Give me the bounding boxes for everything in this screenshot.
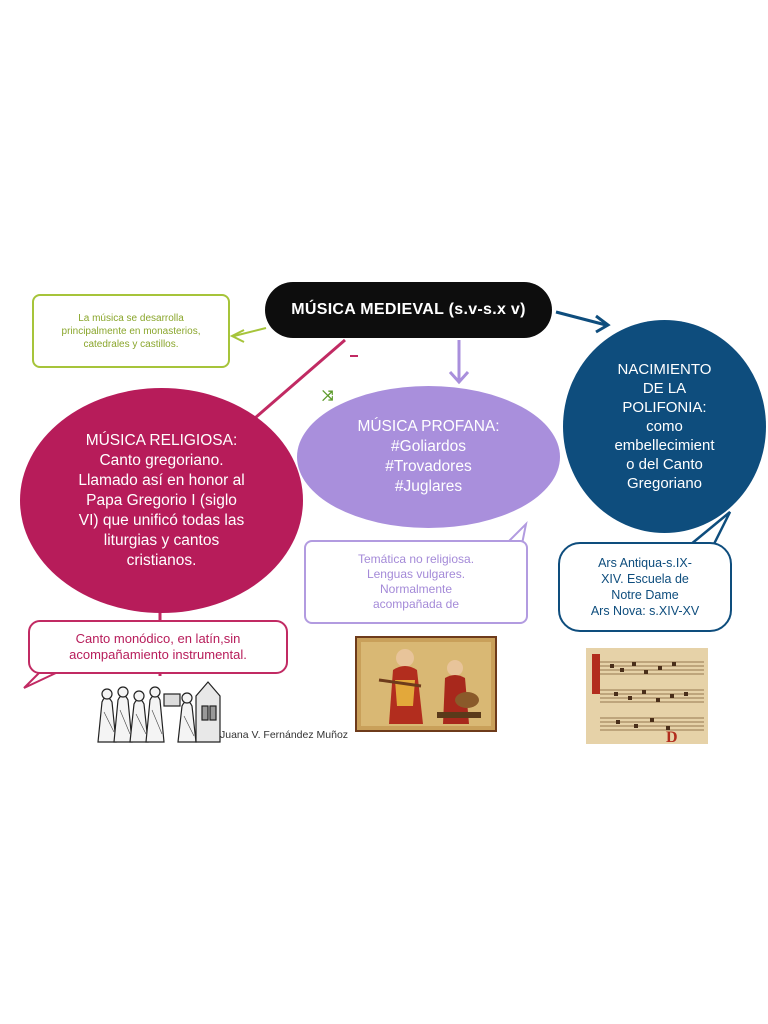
- polifonia-bubble: NACIMIENTO DE LA POLIFONIA: como embelle…: [563, 320, 766, 533]
- arrowhead-polifonia: [595, 314, 611, 334]
- tail-purple-note: [507, 520, 528, 545]
- connector-title-religiosa: [254, 338, 346, 420]
- arrowhead-profana: [448, 370, 470, 385]
- doodle-icon: ⤨: [322, 387, 334, 403]
- svg-text:D: D: [666, 729, 678, 744]
- diagram-title: MÚSICA MEDIEVAL (s.v-s.x v): [265, 282, 552, 338]
- minstrels-painting-icon: [355, 636, 497, 732]
- connector-title-intro: [233, 327, 267, 337]
- author-credit: Juana V. Fernández Muñoz: [220, 729, 349, 741]
- arrowhead-intro: [229, 329, 245, 343]
- monks-illustration-icon: [92, 676, 222, 744]
- intro-note: La música se desarrolla principalmente e…: [32, 294, 230, 368]
- profana-note: Temática no religiosa. Lenguas vulgares.…: [304, 540, 528, 624]
- religiosa-note: Canto monódico, en latín,sin acompañamie…: [28, 620, 288, 674]
- tail-pink-note: [23, 671, 59, 689]
- tail-blue-note: [689, 511, 732, 549]
- connector-title-polifonia: [555, 310, 607, 327]
- profana-bubble: MÚSICA PROFANA: #Goliardos #Trovadores #…: [297, 386, 560, 528]
- polifonia-note: Ars Antiqua-s.IX- XIV. Escuela de Notre …: [558, 542, 732, 632]
- manuscript-image-icon: D: [586, 648, 708, 744]
- religiosa-bubble: MÚSICA RELIGIOSA: Canto gregoriano. Llam…: [20, 388, 303, 613]
